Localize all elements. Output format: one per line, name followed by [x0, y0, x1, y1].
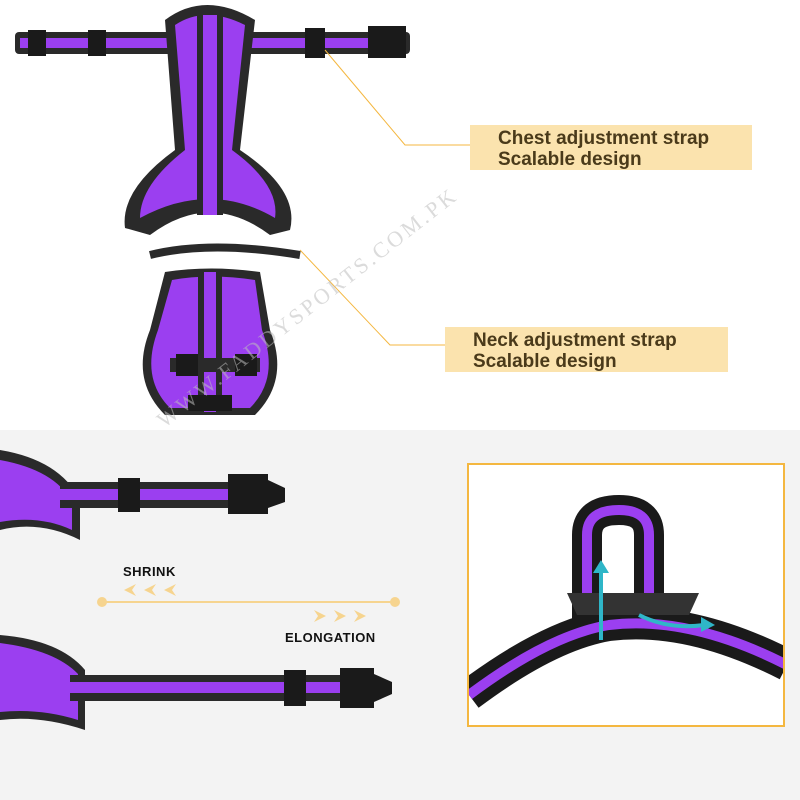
- harness-image: [15, 5, 470, 415]
- strap-comparison-image: [0, 450, 400, 730]
- neck-strap-callout: Neck adjustment strap Scalable design: [445, 327, 728, 372]
- callout-title: Chest adjustment strap: [498, 128, 710, 149]
- elongation-label: ELONGATION: [285, 630, 376, 645]
- chest-strap-callout: Chest adjustment strap Scalable design: [470, 125, 752, 170]
- callout-subtitle: Scalable design: [473, 351, 617, 372]
- strap-detail-photo: [467, 463, 785, 727]
- shrink-label: SHRINK: [123, 564, 176, 579]
- callout-title: Neck adjustment strap: [473, 330, 677, 351]
- callout-subtitle: Scalable design: [498, 149, 642, 170]
